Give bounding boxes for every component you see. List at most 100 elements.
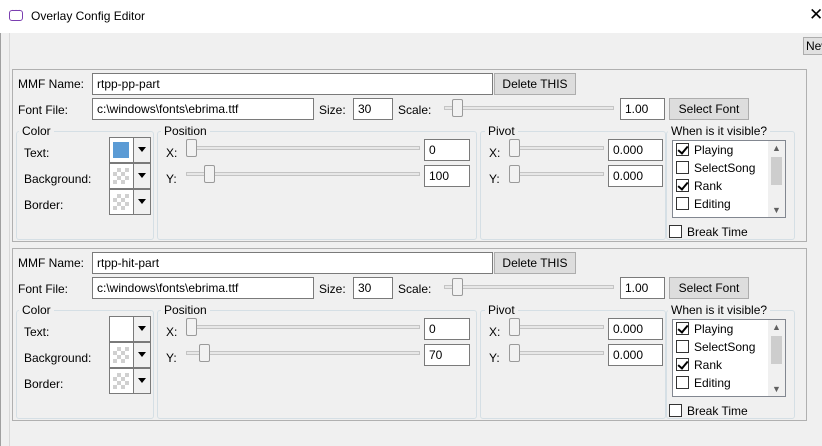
scale-value-input[interactable]: 1.00 — [620, 98, 665, 120]
pivot-y-slider-track[interactable] — [509, 351, 604, 355]
visibility-checkbox[interactable] — [676, 161, 689, 174]
delete-overlay-button[interactable]: Delete THIS — [494, 252, 576, 274]
color-group-title: Color — [19, 303, 54, 317]
size-input[interactable]: 30 — [353, 277, 393, 299]
position-group-title: Position — [161, 124, 210, 138]
position-y-label: Y: — [166, 172, 177, 186]
visibility-item-label: Rank — [694, 179, 723, 193]
text-color-label: Text: — [24, 146, 50, 160]
pivot-y-slider-thumb[interactable] — [509, 344, 520, 362]
size-label: Size: — [319, 282, 346, 296]
break-time-checkbox[interactable]: Break Time — [669, 223, 779, 241]
pivot-y-label: Y: — [489, 172, 500, 186]
position-y-slider-thumb[interactable] — [203, 165, 215, 183]
scroll-down-icon[interactable]: ▼ — [772, 384, 781, 394]
visibility-checkbox[interactable] — [676, 376, 689, 389]
close-icon[interactable]: ✕ — [809, 5, 822, 24]
position-x-input[interactable]: 0 — [424, 318, 470, 340]
delete-overlay-button[interactable]: Delete THIS — [494, 73, 576, 95]
scroll-down-icon[interactable]: ▼ — [772, 205, 781, 215]
pivot-y-input[interactable]: 0.000 — [608, 165, 663, 187]
chevron-down-icon[interactable] — [133, 343, 150, 367]
position-group — [157, 131, 477, 240]
scale-slider-track[interactable] — [444, 285, 614, 289]
pivot-y-slider-thumb[interactable] — [509, 165, 520, 183]
text-color-picker[interactable] — [109, 316, 151, 342]
background-color-picker[interactable] — [109, 342, 151, 368]
color-group — [16, 310, 154, 419]
mmf-name-input[interactable]: rtpp-pp-part — [92, 73, 493, 95]
font-file-input[interactable]: c:\windows\fonts\ebrima.ttf — [92, 98, 314, 120]
position-x-slider-track[interactable] — [186, 146, 420, 150]
content-border — [9, 33, 10, 446]
visibility-checkbox[interactable] — [676, 143, 689, 156]
position-y-slider-track[interactable] — [186, 351, 420, 355]
text-color-picker[interactable] — [109, 137, 151, 163]
chevron-down-icon[interactable] — [133, 138, 150, 162]
visibility-checkbox[interactable] — [676, 179, 689, 192]
new-overlay-button[interactable]: New — [803, 37, 822, 55]
select-font-button[interactable]: Select Font — [669, 277, 749, 299]
visibility-group-title: When is it visible? — [668, 303, 771, 317]
font-file-input[interactable]: c:\windows\fonts\ebrima.ttf — [92, 277, 314, 299]
break-time-check[interactable] — [669, 225, 682, 238]
scroll-thumb[interactable] — [771, 336, 782, 364]
pivot-y-label: Y: — [489, 351, 500, 365]
text-color-swatch — [113, 321, 129, 337]
visibility-scrollbar[interactable]: ▲ ▼ — [768, 141, 785, 217]
chevron-down-icon[interactable] — [133, 317, 150, 341]
position-x-slider-track[interactable] — [186, 325, 420, 329]
scroll-thumb[interactable] — [771, 157, 782, 185]
visibility-checkbox[interactable] — [676, 358, 689, 371]
mmf-name-input[interactable]: rtpp-hit-part — [92, 252, 493, 274]
visibility-checkbox[interactable] — [676, 322, 689, 335]
position-x-input[interactable]: 0 — [424, 139, 470, 161]
pivot-x-slider-track[interactable] — [509, 325, 604, 329]
break-time-check[interactable] — [669, 404, 682, 417]
message-icon — [9, 5, 23, 21]
position-x-slider-thumb[interactable] — [186, 318, 197, 336]
pivot-x-input[interactable]: 0.000 — [608, 139, 663, 161]
scroll-up-icon[interactable]: ▲ — [772, 322, 781, 332]
scale-slider-thumb[interactable] — [451, 99, 463, 117]
background-color-swatch — [113, 347, 129, 363]
chevron-down-icon[interactable] — [133, 369, 150, 393]
pivot-y-slider-track[interactable] — [509, 172, 604, 176]
visibility-scrollbar[interactable]: ▲ ▼ — [768, 320, 785, 396]
window-title: Overlay Config Editor — [31, 9, 146, 23]
scale-slider-track[interactable] — [444, 106, 614, 110]
pivot-x-slider-thumb[interactable] — [509, 318, 520, 336]
visibility-item-label: Rank — [694, 358, 723, 372]
pivot-x-slider-track[interactable] — [509, 146, 604, 150]
pivot-y-input[interactable]: 0.000 — [608, 344, 663, 366]
scale-value-input[interactable]: 1.00 — [620, 277, 665, 299]
position-y-input[interactable]: 100 — [424, 165, 470, 187]
break-time-checkbox[interactable]: Break Time — [669, 402, 779, 420]
position-y-slider-track[interactable] — [186, 172, 420, 176]
border-color-picker[interactable] — [109, 368, 151, 394]
chevron-down-icon[interactable] — [133, 190, 150, 214]
mmf-name-label: MMF Name: — [18, 77, 84, 91]
visibility-item-label: SelectSong — [694, 161, 756, 175]
select-font-button[interactable]: Select Font — [669, 98, 749, 120]
visibility-checkbox[interactable] — [676, 340, 689, 353]
position-y-slider-thumb[interactable] — [199, 344, 211, 362]
position-y-input[interactable]: 70 — [424, 344, 470, 366]
color-group — [16, 131, 154, 240]
visibility-item-label: SelectSong — [694, 340, 756, 354]
position-x-slider-thumb[interactable] — [186, 139, 197, 157]
pivot-x-slider-thumb[interactable] — [509, 139, 520, 157]
visibility-checkbox[interactable] — [676, 197, 689, 210]
scroll-up-icon[interactable]: ▲ — [772, 143, 781, 153]
pivot-x-input[interactable]: 0.000 — [608, 318, 663, 340]
position-x-label: X: — [166, 325, 178, 339]
border-color-swatch — [113, 194, 129, 210]
visibility-item-label: Playing — [694, 322, 734, 336]
scale-slider-thumb[interactable] — [451, 278, 463, 296]
border-color-picker[interactable] — [109, 189, 151, 215]
chevron-down-icon[interactable] — [133, 164, 150, 188]
background-color-picker[interactable] — [109, 163, 151, 189]
size-input[interactable]: 30 — [353, 98, 393, 120]
